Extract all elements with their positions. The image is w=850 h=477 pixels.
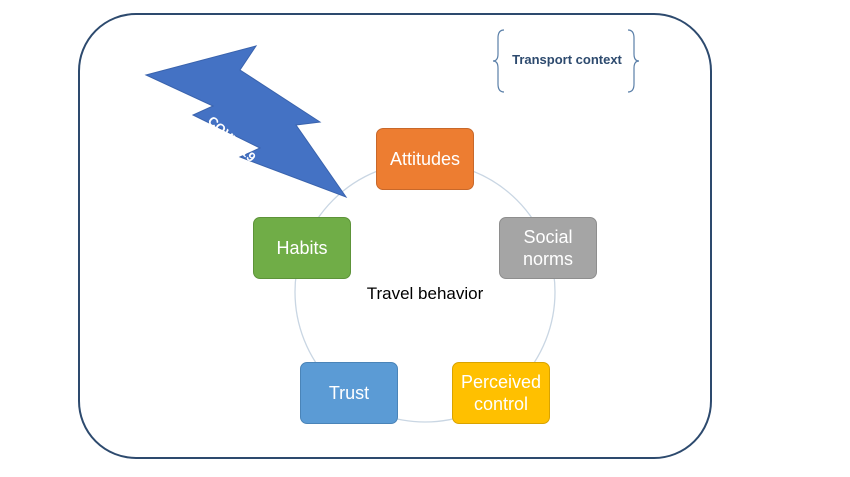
transport-context-label: Transport context [512,52,622,67]
lightning-bolt-icon [144,45,348,199]
transport-context-frame [78,13,712,459]
factor-habits: Habits [253,217,351,279]
left-brace-icon [492,29,505,93]
factor-perceived-control: Perceived control [452,362,550,424]
factor-attitudes: Attitudes [376,128,474,190]
factor-social-norms: Social norms [499,217,597,279]
travel-behavior-label: Travel behavior [366,284,484,303]
factor-trust: Trust [300,362,398,424]
right-brace-icon [627,29,640,93]
